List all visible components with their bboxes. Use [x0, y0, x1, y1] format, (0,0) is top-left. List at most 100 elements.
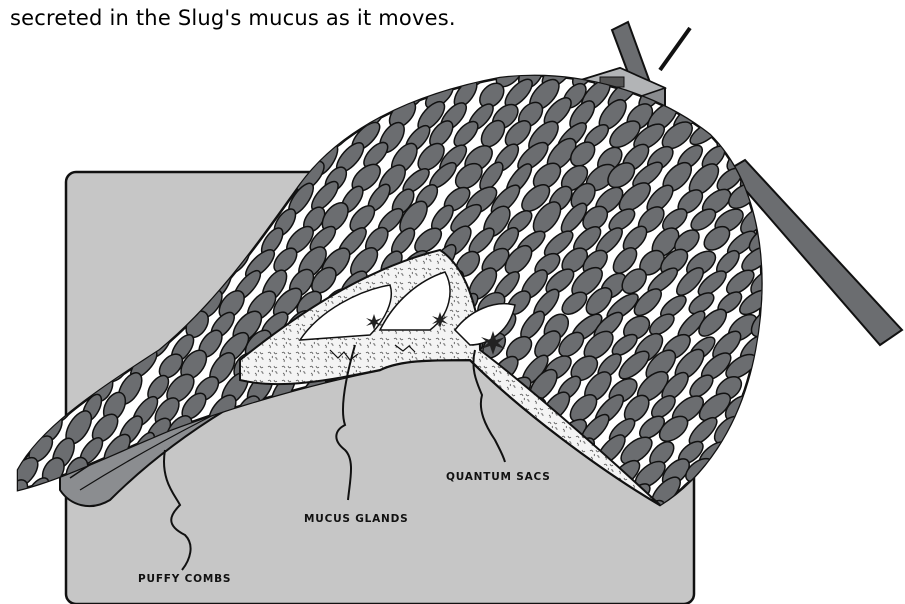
body-scale [11, 286, 43, 320]
body-scale [751, 57, 784, 87]
body-scale [710, 496, 747, 530]
body-scale [699, 98, 732, 131]
body-scale [10, 246, 41, 282]
body-scale [711, 76, 748, 112]
body-scale [1, 183, 29, 219]
body-scale [103, 99, 132, 133]
body-scale [204, 53, 236, 92]
body-scale [724, 95, 757, 129]
body-scale [360, 53, 396, 89]
body-scale [138, 114, 173, 152]
body-scale [203, 136, 237, 174]
body-scale [26, 346, 57, 385]
body-scale [19, 263, 54, 300]
body-scale [163, 72, 199, 111]
body-scale [33, 116, 66, 152]
body-scale [685, 79, 719, 110]
body-scale [188, 116, 222, 151]
body-scale [140, 75, 178, 114]
body-scale [758, 115, 798, 151]
body-scale [115, 75, 150, 113]
body-scale [23, 388, 56, 424]
body-scale [116, 116, 146, 152]
body-scale [86, 78, 121, 114]
body-scale [266, 116, 304, 153]
body-scale [279, 52, 314, 89]
body-scale [178, 57, 209, 90]
body-scale [0, 140, 29, 174]
body-scale [74, 95, 106, 133]
body-scale [348, 79, 379, 113]
body-scale [33, 246, 65, 284]
body-scale [234, 137, 266, 173]
body-scale [21, 135, 53, 174]
body-scale [179, 95, 214, 131]
body-scale [7, 325, 42, 366]
body-scale [758, 370, 799, 408]
body-scale [670, 54, 703, 87]
label-puffy-combs: PUFFY COMBS [138, 573, 231, 585]
body-scale [247, 76, 279, 113]
body-scale [0, 351, 29, 388]
body-scale [290, 117, 327, 153]
body-scale [11, 497, 46, 536]
body-scale [12, 203, 43, 241]
body-scale [721, 478, 756, 510]
body-scale [74, 56, 105, 92]
body-scale [216, 117, 253, 159]
body-scale [9, 370, 42, 405]
body-scale [49, 141, 78, 175]
body-scale [101, 138, 130, 171]
body-scale [206, 96, 240, 137]
body-scale [20, 94, 57, 135]
body-scale [296, 75, 328, 108]
body-scale [750, 476, 783, 506]
body-scale [766, 247, 799, 279]
body-scale [151, 136, 186, 177]
body-scale [38, 202, 67, 240]
body-scale [751, 433, 782, 465]
body-scale [0, 391, 28, 428]
body-scale [128, 96, 157, 133]
body-scale [721, 57, 760, 93]
body-scale [740, 458, 774, 489]
body-scale [339, 96, 369, 129]
body-scale [735, 496, 770, 530]
body-scale [221, 78, 252, 112]
body-scale [723, 435, 759, 468]
body-scale [20, 307, 57, 347]
body-scale [48, 58, 79, 92]
body-scale [762, 498, 796, 529]
body-scale [337, 55, 369, 89]
body-scale [763, 453, 797, 487]
body-scale [764, 328, 798, 362]
body-scale [697, 58, 729, 88]
body-scale [413, 53, 445, 88]
body-scale [753, 101, 787, 131]
body-scale [0, 308, 32, 344]
body-scale [65, 117, 93, 150]
body-scale [734, 414, 771, 447]
body-scale [153, 52, 187, 92]
body-scale [0, 57, 27, 91]
body-scale [259, 57, 289, 90]
label-quantum-sacs: QUANTUM SACS [446, 471, 551, 483]
body-scale [2, 97, 29, 131]
body-scale [10, 74, 37, 109]
body-scale [764, 75, 800, 112]
body-scale [97, 49, 133, 91]
body-scale [765, 416, 797, 447]
body-scale [149, 95, 185, 132]
body-scale [13, 156, 45, 195]
body-scale [8, 410, 41, 448]
body-scale [0, 264, 32, 299]
body-scale [269, 79, 300, 110]
body-scale [22, 223, 53, 264]
body-scale [318, 76, 354, 114]
label-mucus-glands: MUCUS GLANDS [304, 513, 409, 525]
body-scale [739, 124, 772, 154]
body-scale [709, 454, 748, 494]
body-scale [241, 118, 275, 156]
body-scale [233, 55, 266, 91]
